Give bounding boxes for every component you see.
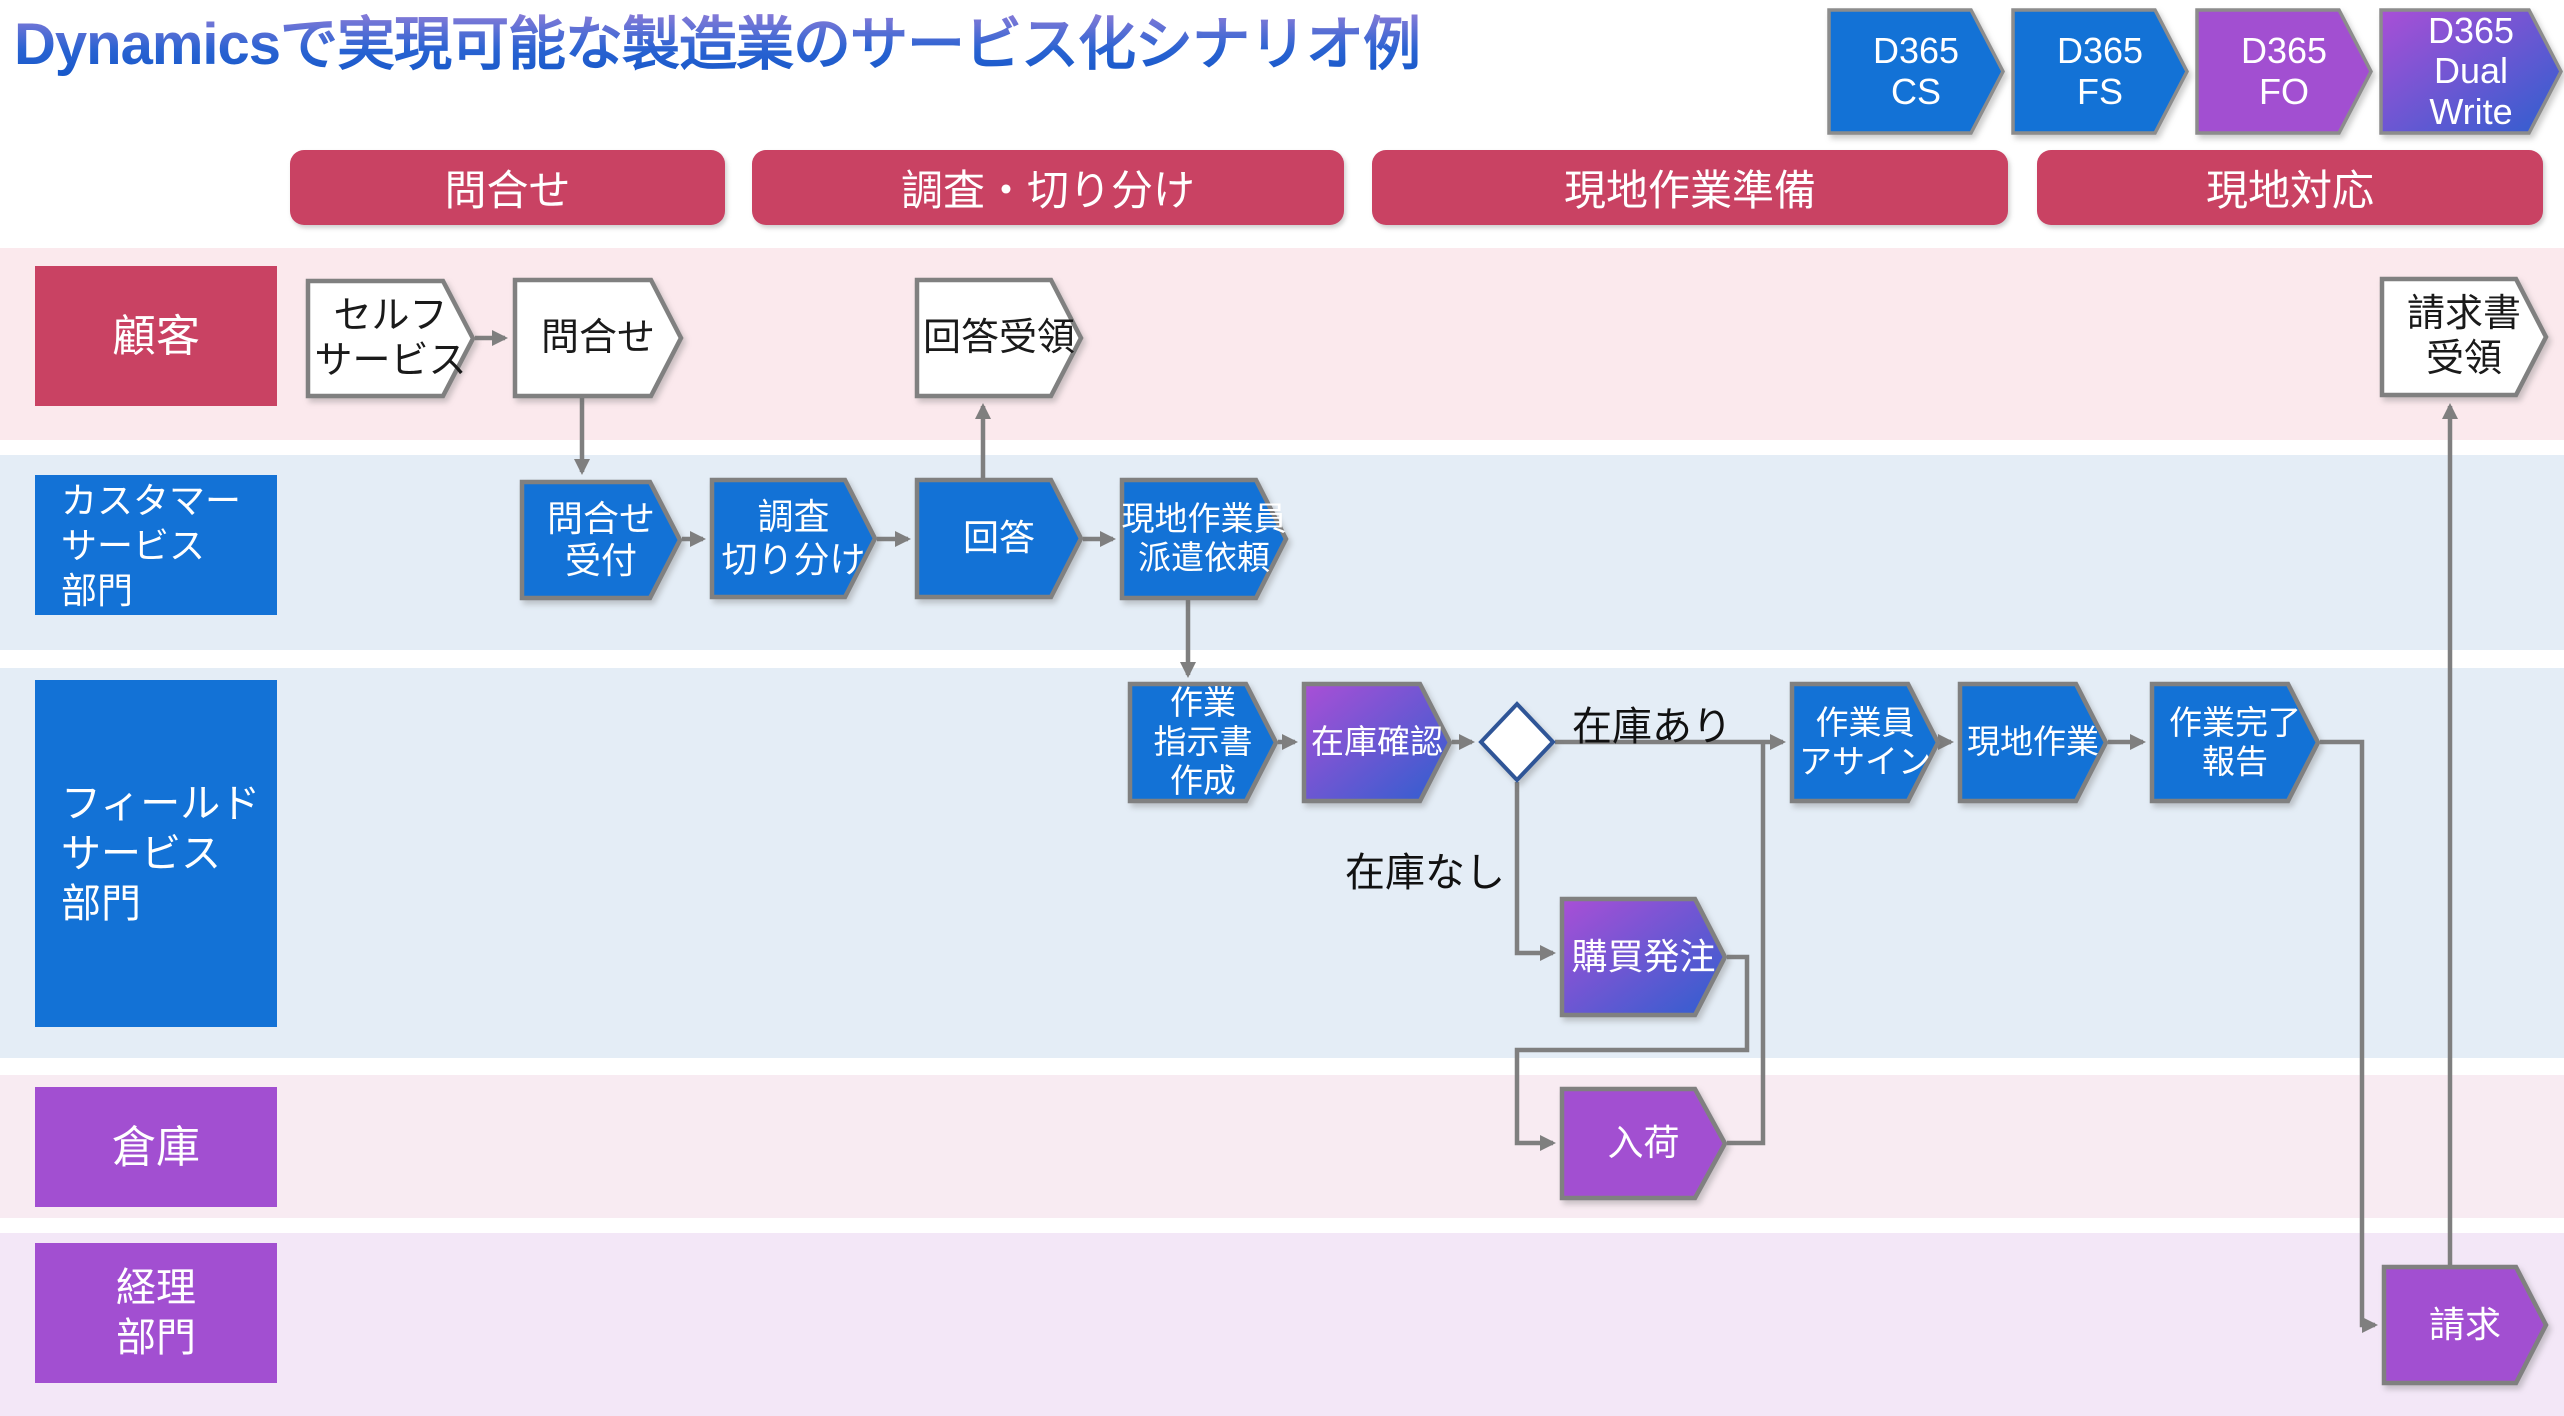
flow-step-self-service: セルフ サービス (305, 278, 476, 399)
d365-chevron-fs: D365 FS (2011, 8, 2189, 135)
lane-label-warehouse: 倉庫 (35, 1087, 277, 1207)
flow-step-receiving: 入荷 (1559, 1086, 1728, 1201)
flow-step-billing-label: 請求 (2428, 1303, 2501, 1345)
phase-bar-onsite-response: 現地対応 (2037, 150, 2543, 225)
phase-bar-investigation: 調査・切り分け (752, 150, 1344, 225)
flow-step-work-order: 作業 指示書 作成 (1127, 681, 1279, 804)
flow-step-investigation: 調査 切り分け (709, 477, 878, 600)
d365-chevron-dual-write-label: D365 Dual Write (2427, 10, 2515, 132)
lane-accounting (0, 1233, 2564, 1416)
flow-step-onsite-work-label: 現地作業 (1967, 723, 2099, 761)
flow-step-purchase-order-label: 購買発注 (1571, 935, 1716, 977)
flow-step-billing: 請求 (2381, 1264, 2549, 1386)
flow-step-invoice-receipt-label: 請求書 受領 (2406, 293, 2521, 380)
flow-step-assign-worker: 作業員 アサイン (1789, 681, 1941, 804)
d365-chevron-fo-label: D365 FO (2240, 30, 2328, 112)
flow-step-invoice-receipt: 請求書 受領 (2379, 276, 2549, 398)
lane-warehouse (0, 1075, 2564, 1218)
flow-step-inquiry-reception: 問合せ 受付 (519, 479, 683, 601)
flow-step-inquiry-reception-label: 問合せ 受付 (546, 497, 655, 581)
flow-step-answer-label: 回答 (962, 517, 1035, 559)
d365-chevron-cs-label: D365 CS (1872, 30, 1960, 112)
flow-step-self-service-label: セルフ サービス (314, 294, 467, 382)
d365-chevron-cs: D365 CS (1827, 8, 2005, 135)
d365-chevron-fo: D365 FO (2195, 8, 2373, 135)
lane-label-customer: 顧客 (35, 266, 277, 406)
flow-step-stock-check-label: 在庫確認 (1311, 723, 1443, 761)
lane-field-service (0, 668, 2564, 1058)
flow-step-investigation-label: 調査 切り分け (721, 496, 866, 580)
flow-step-completion-report-label: 作業完了 報告 (2169, 703, 2301, 780)
stock-decision-diamond (1478, 701, 1556, 783)
flow-step-purchase-order: 購買発注 (1559, 896, 1728, 1018)
flow-step-answer-receipt-label: 回答受領 (922, 316, 1075, 359)
flow-step-answer: 回答 (914, 477, 1084, 600)
flow-step-dispatch-request: 現地作業員 派遣依頼 (1119, 477, 1289, 601)
decision-label-out-of-stock: 在庫なし (1345, 851, 1505, 895)
flow-step-inquiry: 問合せ (512, 277, 684, 399)
phase-bar-onsite-prep: 現地作業準備 (1372, 150, 2008, 225)
flow-step-receiving-label: 入荷 (1607, 1122, 1680, 1164)
decision-label-in-stock: 在庫あり (1572, 705, 1732, 749)
flow-step-inquiry-label: 問合せ (540, 316, 655, 359)
lane-label-field-service: フィールド サービス 部門 (35, 680, 277, 1027)
lane-label-accounting: 経理 部門 (35, 1243, 277, 1383)
page-title: Dynamicsで実現可能な製造業のサービス化シナリオ例 (14, 12, 1421, 77)
flow-step-onsite-work: 現地作業 (1957, 681, 2109, 804)
phase-bar-inquiry: 問合せ (290, 150, 725, 225)
flow-step-completion-report: 作業完了 報告 (2149, 681, 2321, 804)
flow-step-assign-worker-label: 作業員 アサイン (1799, 703, 1931, 780)
flow-step-work-order-label: 作業 指示書 作成 (1153, 684, 1253, 799)
lane-label-customer-service: カスタマー サービス 部門 (35, 475, 277, 615)
lane-customer-service (0, 455, 2564, 650)
flow-step-answer-receipt: 回答受領 (914, 277, 1084, 399)
d365-chevron-fs-label: D365 FS (2056, 30, 2144, 112)
flow-step-stock-check: 在庫確認 (1301, 681, 1453, 804)
d365-chevron-dual-write: D365 Dual Write (2379, 8, 2563, 135)
flow-step-dispatch-request-label: 現地作業員 派遣依頼 (1121, 500, 1287, 576)
